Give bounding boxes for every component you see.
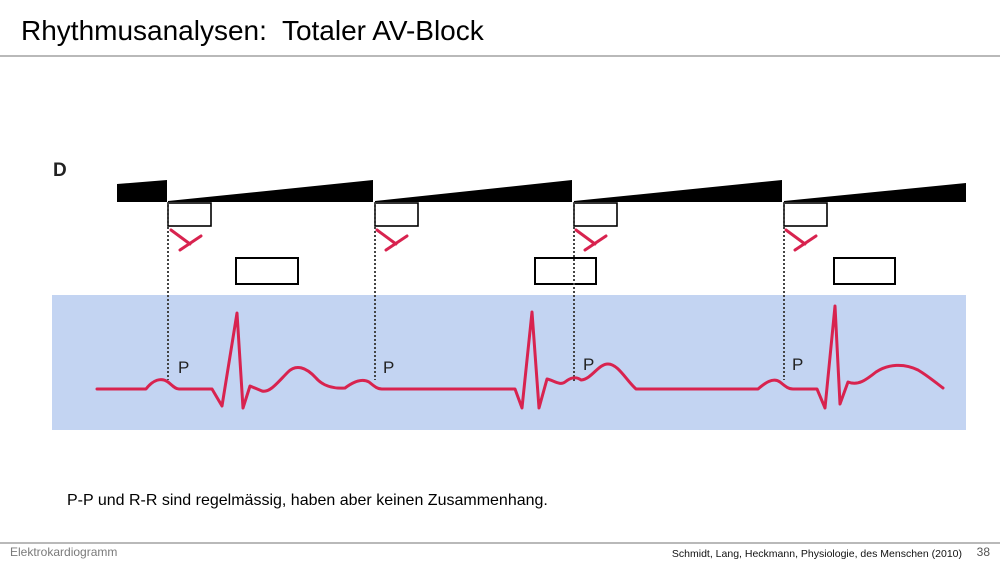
slide-title: Rhythmusanalysen: Totaler AV-Block	[21, 15, 484, 46]
caption: P-P und R-R sind regelmässig, haben aber…	[67, 492, 548, 509]
ramp-segment	[784, 183, 966, 202]
footer-topic: Elektrokardiogramm	[10, 545, 118, 559]
panel-label: D	[53, 160, 67, 181]
small-box-row	[167, 202, 828, 227]
p-wave-label: P	[583, 355, 594, 374]
title-divider	[0, 55, 1000, 57]
conduction-block-symbol	[169, 228, 203, 252]
block-symbol-row	[169, 228, 818, 252]
p-wave-label: P	[792, 355, 803, 374]
page-number: 38	[976, 545, 990, 559]
small-box	[783, 202, 828, 227]
large-box	[534, 257, 597, 285]
ramp-row	[117, 180, 966, 202]
timing-line-row	[167, 203, 785, 382]
small-box	[573, 202, 618, 227]
ecg-background	[52, 295, 966, 430]
av-block-diagram: D	[0, 120, 1000, 440]
ramp-segment	[574, 180, 782, 202]
av-block-svg: D	[52, 160, 966, 430]
large-box	[833, 257, 896, 285]
p-label-row: P P P P	[178, 355, 803, 377]
ramp-segment	[375, 180, 572, 202]
conduction-block-symbol	[375, 228, 409, 252]
footer-source: Schmidt, Lang, Heckmann, Physiologie, de…	[671, 548, 962, 560]
ramp-segment	[168, 180, 373, 202]
conduction-block-symbol	[574, 228, 608, 252]
p-wave-label: P	[178, 358, 189, 377]
ecg-trace	[95, 304, 945, 410]
ramp-segment	[117, 180, 167, 202]
conduction-block-symbol	[784, 228, 818, 252]
large-box	[235, 257, 299, 285]
small-box	[374, 202, 419, 227]
small-box	[167, 202, 212, 227]
footer-divider	[0, 542, 1000, 544]
p-wave-label: P	[383, 358, 394, 377]
large-box-row	[235, 257, 896, 285]
